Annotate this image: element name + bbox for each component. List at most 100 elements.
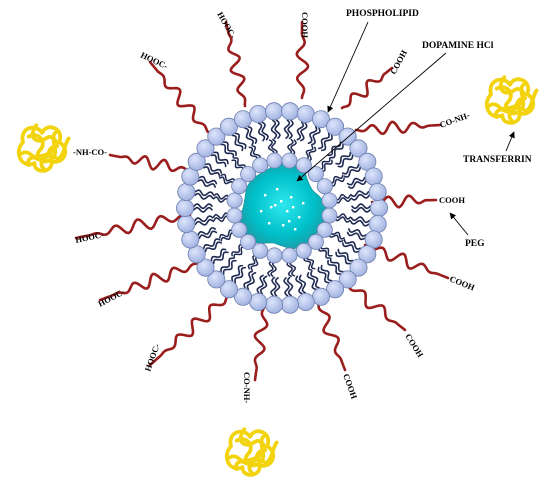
lipid-tail: [306, 254, 316, 270]
lipid-tail: [327, 141, 342, 157]
lipid-tail: [198, 230, 218, 240]
lipid-tail: [197, 179, 216, 188]
group-cooh: COOH: [439, 195, 465, 205]
phospholipid-head-icon: [358, 245, 377, 264]
lipid-tail: [320, 159, 333, 172]
dopamine-dot: [286, 210, 289, 213]
dopamine-dot: [288, 220, 291, 223]
lipid-tail: [194, 218, 215, 226]
phospholipid-head-icon: [326, 117, 345, 136]
phospholipid-head-icon: [338, 270, 357, 289]
transferrin-protein-icon: [485, 75, 539, 125]
lipid-tail: [346, 231, 366, 241]
lipid-tail: [203, 238, 221, 250]
peg-chains: [74, 20, 450, 382]
lipid-tail: [257, 122, 266, 142]
lipid-tail: [246, 272, 257, 291]
peg-chain: [363, 243, 450, 280]
phospholipid-head-icon: [316, 221, 333, 238]
lipid-tail: [329, 143, 344, 159]
lipid-tail: [346, 176, 366, 186]
lipid-tail: [222, 141, 237, 157]
lipid-tail: [220, 257, 235, 273]
lipid-tail: [337, 154, 354, 168]
peg-chain: [148, 288, 237, 367]
lipid-tail: [350, 216, 370, 224]
peg-chain: [108, 153, 190, 173]
dopamine-dot: [260, 210, 263, 213]
phospholipid-head-icon: [233, 287, 252, 306]
lipid-tail: [287, 138, 294, 156]
group-cooh: COOH: [448, 274, 476, 293]
label-phospholipid: PHOSPHOLIPID: [346, 9, 419, 19]
lipid-tail: [329, 257, 344, 273]
lipid-tail: [330, 177, 345, 187]
phospholipid-head-icon: [307, 166, 324, 183]
lipid-tail: [311, 127, 321, 146]
peg-chain: [295, 20, 310, 100]
group-nh-co: -NH-CO-: [73, 147, 107, 157]
lipid-tail: [193, 203, 213, 210]
lipid-tail: [306, 272, 317, 291]
dopamine-dot: [268, 222, 271, 225]
lipid-tail: [318, 157, 331, 170]
arrow-dopamine: [296, 52, 447, 182]
phospholipid-head-icon: [177, 182, 196, 201]
phospholipid-head-icon: [249, 292, 268, 311]
dopamine-molecules: [260, 188, 305, 231]
phospholipid-head-icon: [316, 178, 333, 195]
dopamine-dot: [274, 204, 277, 207]
dopamine-dot: [264, 194, 267, 197]
lipid-tail: [250, 256, 260, 271]
lipid-tails: [193, 119, 371, 297]
group-cooh: COOH: [403, 332, 425, 360]
protein-strand: [234, 427, 266, 472]
phospholipid-head-icon: [231, 178, 248, 195]
lipid-tail: [335, 251, 352, 265]
lipid-tail: [317, 266, 330, 284]
dopamine-dot: [270, 206, 273, 209]
group-cooh: COOH: [341, 372, 359, 400]
phospholipid-head-icon: [281, 247, 298, 264]
lipid-tail: [343, 238, 361, 250]
lipid-tail: [303, 256, 313, 271]
phospholipid-head-icon: [181, 230, 200, 249]
peg-chain: [340, 66, 394, 110]
lipid-tail: [334, 213, 352, 220]
peg-chain: [354, 120, 442, 136]
phospholipid-head-icon: [252, 242, 269, 259]
lipid-tail: [298, 274, 307, 294]
lipid-tail: [193, 206, 213, 213]
phospholipid-heads: [175, 102, 388, 314]
lipid-tail: [307, 125, 318, 144]
dopamine-dot: [280, 200, 283, 203]
lipid-tail: [318, 246, 331, 259]
phospholipid-head-icon: [349, 258, 368, 277]
peg-chain: [344, 281, 407, 332]
phospholipid-head-icon: [311, 110, 330, 129]
phospholipid-head-icon: [207, 270, 226, 289]
lipid-tail: [304, 145, 314, 160]
lipid-tail: [256, 274, 264, 294]
arrow-peg: [449, 212, 469, 236]
phospholipid-head-icon: [295, 242, 312, 259]
phospholipid-head-icon: [196, 258, 215, 277]
lipid-tail: [234, 132, 247, 150]
lipid-tail: [321, 134, 333, 152]
lipid-tail: [233, 157, 246, 170]
lipid-tail: [270, 260, 277, 278]
phospholipid-head-icon: [364, 167, 383, 186]
lipid-tail: [290, 139, 297, 156]
phospholipid-head-icon: [368, 214, 387, 233]
phospholipid-head-icon: [280, 102, 299, 121]
lipid-tail: [222, 259, 237, 275]
phospholipid-head-icon: [264, 295, 283, 314]
lipid-tail: [212, 212, 230, 220]
lipid-tail: [233, 246, 246, 259]
phospholipid-head-icon: [295, 157, 312, 174]
lipid-tail: [283, 277, 290, 297]
lipid-tail: [248, 146, 258, 162]
lipid-tail: [283, 119, 291, 139]
lipid-tail: [270, 119, 278, 140]
